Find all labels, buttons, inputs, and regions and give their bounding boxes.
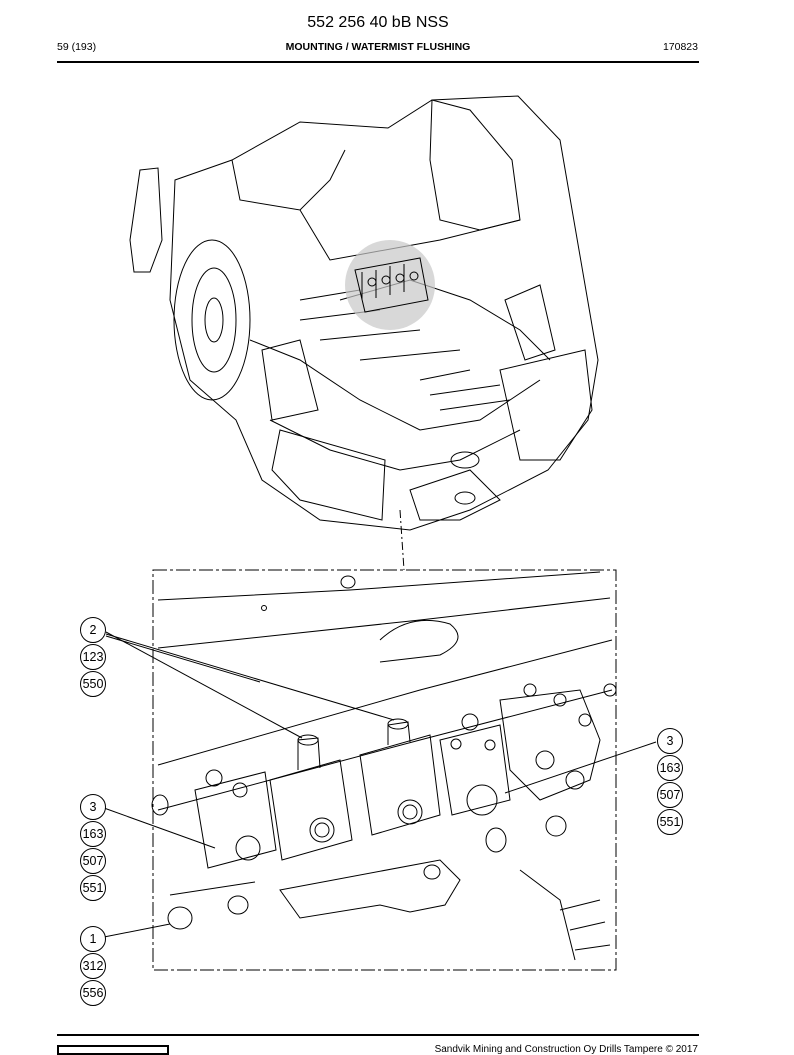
detail-view-illustration bbox=[151, 571, 617, 961]
callout-item-3-left: 3 bbox=[80, 794, 106, 820]
detail-link-line bbox=[399, 509, 405, 571]
footer-copyright: Sandvik Mining and Construction Oy Drill… bbox=[434, 1044, 698, 1055]
callout-item-163-right: 163 bbox=[657, 755, 683, 781]
callout-item-550: 550 bbox=[80, 671, 106, 697]
page-number: 59 (193) bbox=[57, 41, 97, 53]
document-code: 170823 bbox=[662, 41, 698, 53]
company-logo bbox=[57, 1045, 169, 1055]
callout-item-312: 312 bbox=[80, 953, 106, 979]
callout-item-551-left: 551 bbox=[80, 875, 106, 901]
detail-frame bbox=[152, 569, 617, 971]
page-title: 552 256 40 bB NSS bbox=[307, 14, 449, 31]
callout-item-2: 2 bbox=[80, 617, 106, 643]
header-rule bbox=[57, 61, 699, 63]
section-title: MOUNTING / WATERMIST FLUSHING bbox=[285, 41, 471, 53]
callout-item-1: 1 bbox=[80, 926, 106, 952]
callout-item-163-left: 163 bbox=[80, 821, 106, 847]
valve-block-highlight bbox=[354, 257, 429, 313]
callout-item-551-right: 551 bbox=[657, 809, 683, 835]
footer-rule bbox=[57, 1034, 699, 1036]
callout-item-507-left: 507 bbox=[80, 848, 106, 874]
callout-item-507-right: 507 bbox=[657, 782, 683, 808]
callout-item-123: 123 bbox=[80, 644, 106, 670]
callout-item-3-right: 3 bbox=[657, 728, 683, 754]
callout-item-556: 556 bbox=[80, 980, 106, 1006]
leader-lines bbox=[103, 631, 657, 938]
